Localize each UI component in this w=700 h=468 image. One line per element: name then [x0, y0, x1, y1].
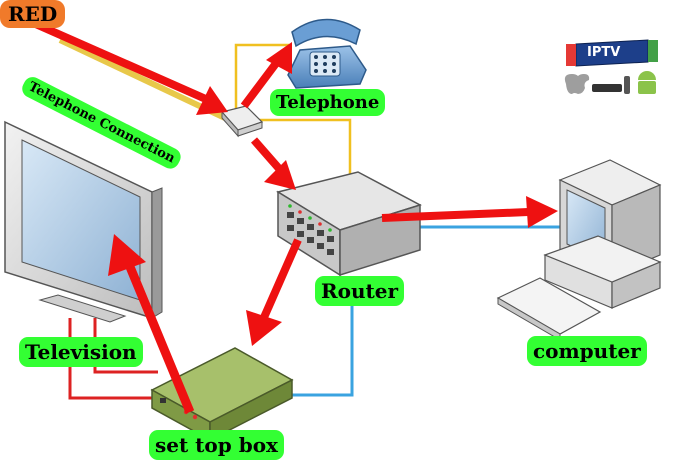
- arrow-jack-to-telephone: [240, 42, 292, 109]
- arrow-stb-to-tv: [108, 234, 195, 414]
- telephone-label: Telephone: [273, 92, 383, 113]
- set-top-box-label: set top box: [152, 433, 281, 457]
- wall-jack-icon: [220, 105, 264, 138]
- arrow-router-to-stb: [246, 238, 302, 346]
- telephone-cable: [58, 37, 227, 121]
- apple-icon: [564, 74, 590, 94]
- iptv-logo: [564, 39, 658, 94]
- connection-lines: [58, 37, 560, 400]
- phone-line: [234, 43, 290, 115]
- router-label: Router: [318, 279, 402, 303]
- phone-line-router: [258, 118, 352, 178]
- router-icon: [276, 171, 422, 277]
- stb-tv-line-2: [93, 318, 158, 374]
- arrow-jack-to-router: [250, 137, 296, 190]
- telephone-icon: [287, 18, 367, 89]
- arrow-red-to-jack: [20, 14, 228, 115]
- computer-icon: [496, 159, 662, 341]
- red-label: RED: [2, 2, 64, 26]
- router-stb-line: [285, 290, 354, 397]
- arrow-router-to-computer: [381, 196, 558, 228]
- iptv-logo-text: IPTV: [587, 45, 621, 60]
- android-icon: [638, 71, 656, 94]
- set-top-box-small-icon: [592, 84, 622, 92]
- television-label: Television: [22, 340, 140, 364]
- flow-arrows: [20, 14, 558, 414]
- computer-label: computer: [530, 339, 644, 363]
